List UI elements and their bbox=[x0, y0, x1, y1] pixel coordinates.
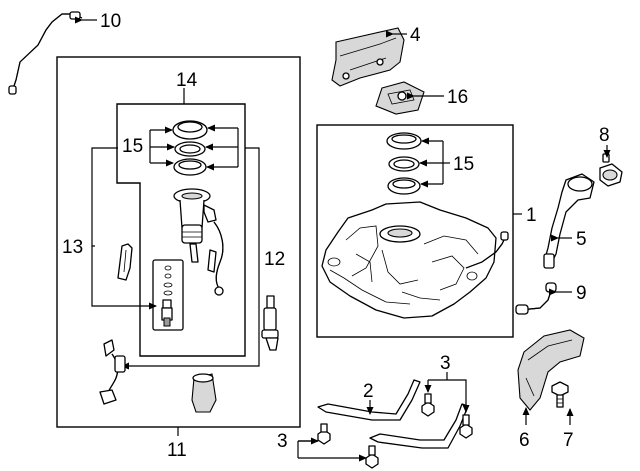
fuel-strainer-part bbox=[191, 373, 217, 413]
callout-16: 16 bbox=[447, 87, 468, 108]
callout-7: 7 bbox=[563, 430, 574, 451]
callout-2: 2 bbox=[363, 381, 374, 402]
filler-hose-part bbox=[515, 282, 557, 315]
bolt-part-7 bbox=[551, 381, 569, 408]
callout-3-upper: 3 bbox=[440, 353, 451, 374]
gasket-rings-left bbox=[172, 120, 208, 176]
callout-5: 5 bbox=[576, 229, 587, 250]
access-cover-part bbox=[375, 81, 425, 115]
strap-bolt-lower bbox=[317, 423, 379, 469]
callout-4: 4 bbox=[410, 25, 421, 46]
callout-15-right: 15 bbox=[453, 154, 474, 175]
tank-strap-part bbox=[317, 379, 469, 449]
wire-harness-part bbox=[99, 339, 126, 405]
callout-12: 12 bbox=[264, 249, 285, 270]
vent-hose-part bbox=[8, 11, 83, 95]
fuel-cap-part bbox=[599, 153, 623, 187]
callout-6: 6 bbox=[519, 430, 530, 451]
callout-8: 8 bbox=[599, 125, 610, 146]
fuel-pump-module bbox=[173, 188, 224, 296]
strap-bolt-upper bbox=[421, 393, 473, 439]
filler-pipe-part bbox=[543, 173, 595, 269]
sender-unit-frame bbox=[116, 103, 246, 357]
callout-13: 13 bbox=[62, 237, 83, 258]
pressure-regulator-part bbox=[161, 299, 173, 327]
fuel-tank-part bbox=[321, 201, 509, 319]
pressure-sensor-card bbox=[152, 259, 184, 331]
gasket-rings-right bbox=[386, 132, 422, 195]
heat-shield-part bbox=[331, 27, 405, 87]
callout-14: 14 bbox=[176, 70, 198, 91]
callout-10: 10 bbox=[100, 11, 121, 32]
callout-9: 9 bbox=[576, 283, 587, 304]
callout-15-left: 15 bbox=[122, 136, 143, 157]
callout-11: 11 bbox=[167, 440, 187, 461]
callout-1: 1 bbox=[526, 205, 537, 226]
fuel-tank-frame bbox=[316, 124, 514, 338]
filler-bracket-part bbox=[517, 329, 585, 411]
callout-3-lower: 3 bbox=[277, 431, 288, 452]
filter-bracket-part bbox=[117, 243, 133, 281]
fuel-filter-part bbox=[261, 295, 279, 351]
fuel-pump-assembly-frame bbox=[56, 56, 301, 428]
